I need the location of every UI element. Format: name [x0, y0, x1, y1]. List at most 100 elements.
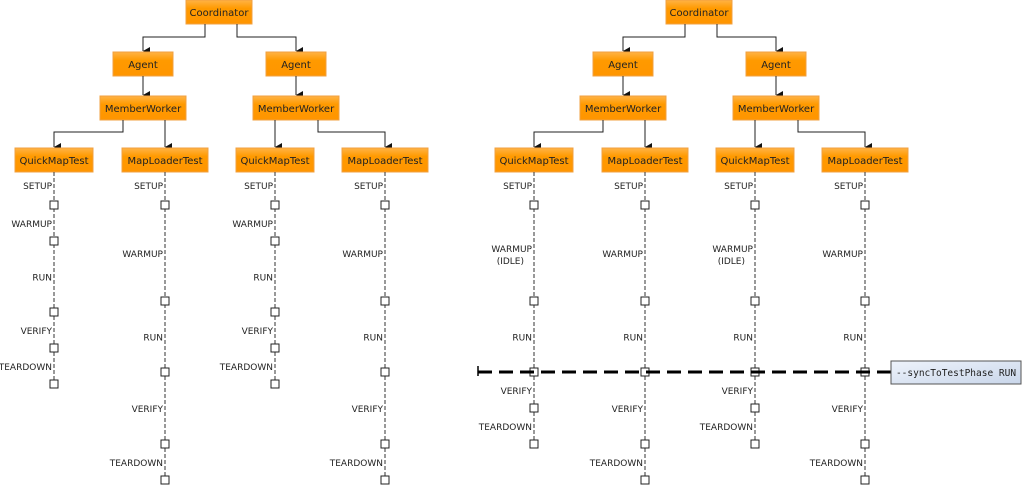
quickmaptest-node-box: [235, 147, 315, 173]
phase-end-marker: [860, 200, 870, 210]
edge-coordinator-agent: [622, 24, 686, 55]
phase-label-setup: SETUP: [834, 182, 863, 192]
phase-label-warmup: WARMUP: [342, 250, 383, 260]
phase-end-marker: [49, 379, 59, 389]
coordinator-node-box: [185, 0, 253, 25]
phase-end-marker: [640, 475, 650, 485]
phase-label-teardown: TEARDOWN: [329, 459, 383, 469]
quickmaptest-node-label: QuickMapTest: [240, 156, 309, 167]
quickmaptest-node-label: QuickMapTest: [19, 156, 88, 167]
member-worker-node: MemberWorker: [99, 95, 187, 121]
sync-note-text: --syncToTestPhase RUN: [896, 368, 1016, 379]
phase-end-marker: [49, 343, 59, 353]
agent-node-label: Agent: [128, 60, 158, 71]
phase-label-setup: SETUP: [23, 182, 52, 192]
phase-end-marker: [160, 296, 170, 306]
member-worker-node: MemberWorker: [579, 95, 667, 121]
edge-coordinator-agent: [236, 24, 303, 55]
member-worker-node-label: MemberWorker: [738, 104, 815, 115]
phase-end-marker: [529, 439, 539, 449]
maploadertest-node-label: MapLoaderTest: [607, 156, 682, 167]
phase-label-warmup: WARMUP: [602, 250, 643, 260]
phase-end-marker: [270, 200, 280, 210]
maploadertest-node-box: [121, 147, 209, 173]
phase-end-marker: [750, 296, 760, 306]
phase-end-marker: [640, 200, 650, 210]
coordinator-node-label: Coordinator: [190, 8, 250, 19]
phase-label-run: RUN: [32, 274, 52, 284]
coordinator-node: Coordinator: [185, 0, 253, 25]
phase-label-warmup: WARMUP(IDLE): [491, 245, 532, 267]
maploadertest-node: MapLoaderTest: [601, 147, 689, 173]
agent-node-label: Agent: [608, 60, 638, 71]
quickmaptest-node: QuickMapTest: [235, 147, 315, 173]
phase-end-marker: [529, 403, 539, 413]
quickmaptest-node: QuickMapTest: [494, 147, 574, 173]
member-worker-node-label: MemberWorker: [105, 104, 182, 115]
phase-end-marker: [160, 200, 170, 210]
member-worker-node-box: [579, 95, 667, 121]
phase-end-marker: [750, 439, 760, 449]
phase-label-verify: VERIFY: [612, 405, 644, 415]
phase-end-marker: [160, 439, 170, 449]
phase-end-marker: [380, 475, 390, 485]
agent-node: Agent: [745, 51, 807, 77]
phase-end-marker: [529, 200, 539, 210]
phase-end-marker: [640, 439, 650, 449]
phase-label-setup: SETUP: [134, 182, 163, 192]
phase-label-teardown: TEARDOWN: [0, 363, 52, 373]
phase-label-run: RUN: [733, 334, 753, 344]
phase-end-marker: [49, 307, 59, 317]
member-worker-node-box: [252, 95, 340, 121]
phase-end-marker: [750, 200, 760, 210]
phase-label-run: RUN: [843, 334, 863, 344]
phase-label-run: RUN: [512, 334, 532, 344]
maploadertest-node: MapLoaderTest: [821, 147, 909, 173]
agent-node: Agent: [265, 51, 327, 77]
phase-label-teardown: TEARDOWN: [699, 423, 753, 433]
quickmaptest-node: QuickMapTest: [14, 147, 94, 173]
phase-label-verify: VERIFY: [501, 387, 533, 397]
phase-label-run: RUN: [143, 334, 163, 344]
phase-end-marker: [380, 296, 390, 306]
phase-label-run: RUN: [253, 274, 273, 284]
agent-node: Agent: [592, 51, 654, 77]
phase-label-verify: VERIFY: [832, 405, 864, 415]
phase-end-marker: [270, 343, 280, 353]
sync-note: --syncToTestPhase RUN: [890, 360, 1022, 385]
coordinator-node-label: Coordinator: [670, 8, 730, 19]
quickmaptest-node-box: [494, 147, 574, 173]
quickmaptest-node-box: [14, 147, 94, 173]
maploadertest-node-box: [601, 147, 689, 173]
phase-label-teardown: TEARDOWN: [109, 459, 163, 469]
quickmaptest-node-box: [715, 147, 795, 173]
phase-label-verify: VERIFY: [242, 327, 274, 337]
maploadertest-node: MapLoaderTest: [121, 147, 209, 173]
phase-label-teardown: TEARDOWN: [478, 423, 532, 433]
phase-end-marker: [860, 475, 870, 485]
edge-worker-test: [797, 120, 872, 151]
phase-label-run: RUN: [623, 334, 643, 344]
phase-label-setup: SETUP: [354, 182, 383, 192]
maploadertest-node-label: MapLoaderTest: [827, 156, 902, 167]
phase-label-verify: VERIFY: [352, 405, 384, 415]
phase-label-teardown: TEARDOWN: [219, 363, 273, 373]
member-worker-node-label: MemberWorker: [258, 104, 335, 115]
edge-coordinator-agent: [142, 24, 206, 55]
phase-label-setup: SETUP: [244, 182, 273, 192]
quickmaptest-node-label: QuickMapTest: [720, 156, 789, 167]
phase-end-marker: [270, 379, 280, 389]
edge-worker-test: [53, 120, 124, 151]
phase-label-setup: SETUP: [503, 182, 532, 192]
agent-node: Agent: [112, 51, 174, 77]
phase-end-marker: [270, 236, 280, 246]
agent-node-label: Agent: [761, 60, 791, 71]
phase-label-teardown: TEARDOWN: [589, 459, 643, 469]
agent-node-box: [745, 51, 807, 77]
coordinator-node-box: [665, 0, 733, 25]
phase-label-verify: VERIFY: [21, 327, 53, 337]
agent-node-label: Agent: [281, 60, 311, 71]
phase-label-teardown: TEARDOWN: [809, 459, 863, 469]
phase-label-warmup: WARMUP: [822, 250, 863, 260]
